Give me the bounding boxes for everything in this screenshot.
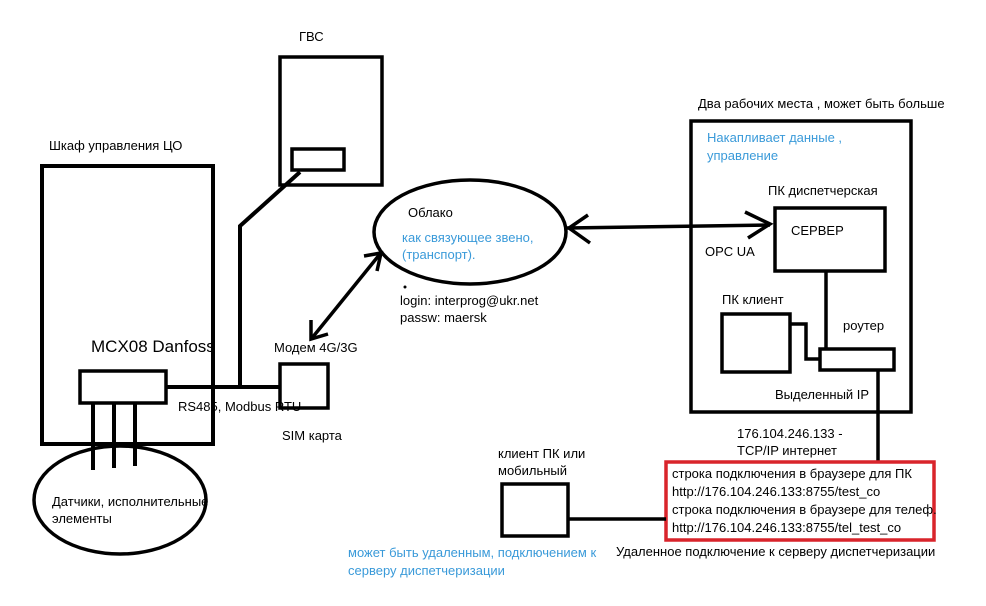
cabinet-label: Шкаф управления ЦО: [49, 138, 183, 153]
ip-label-2: TCP/IP интернет: [737, 443, 837, 458]
client-pc-label-2: мобильный: [498, 463, 568, 478]
router-label: роутер: [843, 318, 885, 333]
cloud-desc-2: (транспорт).: [402, 247, 476, 262]
ip-label-1: 176.104.246.133 -: [737, 426, 843, 441]
remote-label-2: серверу диспетчеризации: [348, 563, 505, 578]
client-router-wire: [790, 322, 820, 361]
arrowhead-modem: [309, 320, 329, 342]
sensors-label-1: Датчики, исполнительные: [52, 494, 209, 509]
gvs-module: [290, 147, 346, 172]
arrowhead-right: [744, 210, 774, 240]
server-label: СЕРВЕР: [791, 223, 844, 238]
cloud-server-arrow: [566, 223, 771, 230]
controller-label: MCX08 Danfoss: [91, 337, 215, 356]
remote-client-box: [500, 482, 570, 538]
pc-client-label: ПК клиент: [722, 292, 784, 307]
router-box: [818, 347, 896, 372]
cloud-desc-1: как связующее звено,: [402, 230, 534, 245]
modem-label: Модем 4G/3G: [274, 340, 358, 355]
conn-line-3: строка подключения в браузере для телеф.: [672, 502, 937, 517]
modem-box: [278, 362, 330, 410]
dot: [403, 285, 407, 289]
conn-line-2[interactable]: http://176.104.246.133:8755/test_co: [672, 484, 881, 499]
cloud-ellipse: [372, 178, 568, 286]
gvs-label: ГВС: [299, 29, 324, 44]
controller-module: [78, 369, 168, 405]
pc-client-box: [720, 312, 792, 374]
accum-label-1: Накапливает данные ,: [707, 130, 843, 145]
cloud-label: Облако: [408, 205, 453, 220]
remote-label-1: может быть удаленным, подключением к: [348, 545, 597, 560]
gvs-wire: [238, 170, 302, 387]
dedicated-ip-label: Выделенный IP: [775, 387, 870, 402]
pc-dispatch-label: ПК диспетчерская: [768, 183, 878, 198]
workplaces-label: Два рабочих места , может быть больше: [698, 96, 945, 111]
remote-conn-label: Удаленное подключение к серверу диспетче…: [616, 544, 936, 559]
server-box: [773, 206, 887, 273]
login-text: login: interprog@ukr.net: [400, 293, 539, 308]
opc-label: OPC UA: [705, 244, 755, 259]
passw-text: passw: maersk: [400, 310, 487, 325]
conn-line-1: строка подключения в браузере для ПК: [672, 466, 912, 481]
workplaces-box: [689, 119, 913, 414]
connection-box-frame: [664, 460, 936, 542]
sensors-ellipse: [32, 444, 208, 556]
cabinet-box: [40, 164, 215, 446]
rs485-label: RS485, Modbus RTU: [178, 399, 302, 414]
sensors-label-2: элементы: [52, 511, 112, 526]
modem-cloud-arrow: [310, 252, 382, 340]
gvs-box: [278, 55, 384, 187]
accum-label-2: управление: [707, 148, 779, 163]
conn-line-4[interactable]: http://176.104.246.133:8755/tel_test_co: [672, 520, 902, 535]
client-pc-label-1: клиент ПК или: [498, 446, 586, 461]
sim-label: SIM карта: [282, 428, 342, 443]
arrowhead-left: [565, 213, 592, 245]
